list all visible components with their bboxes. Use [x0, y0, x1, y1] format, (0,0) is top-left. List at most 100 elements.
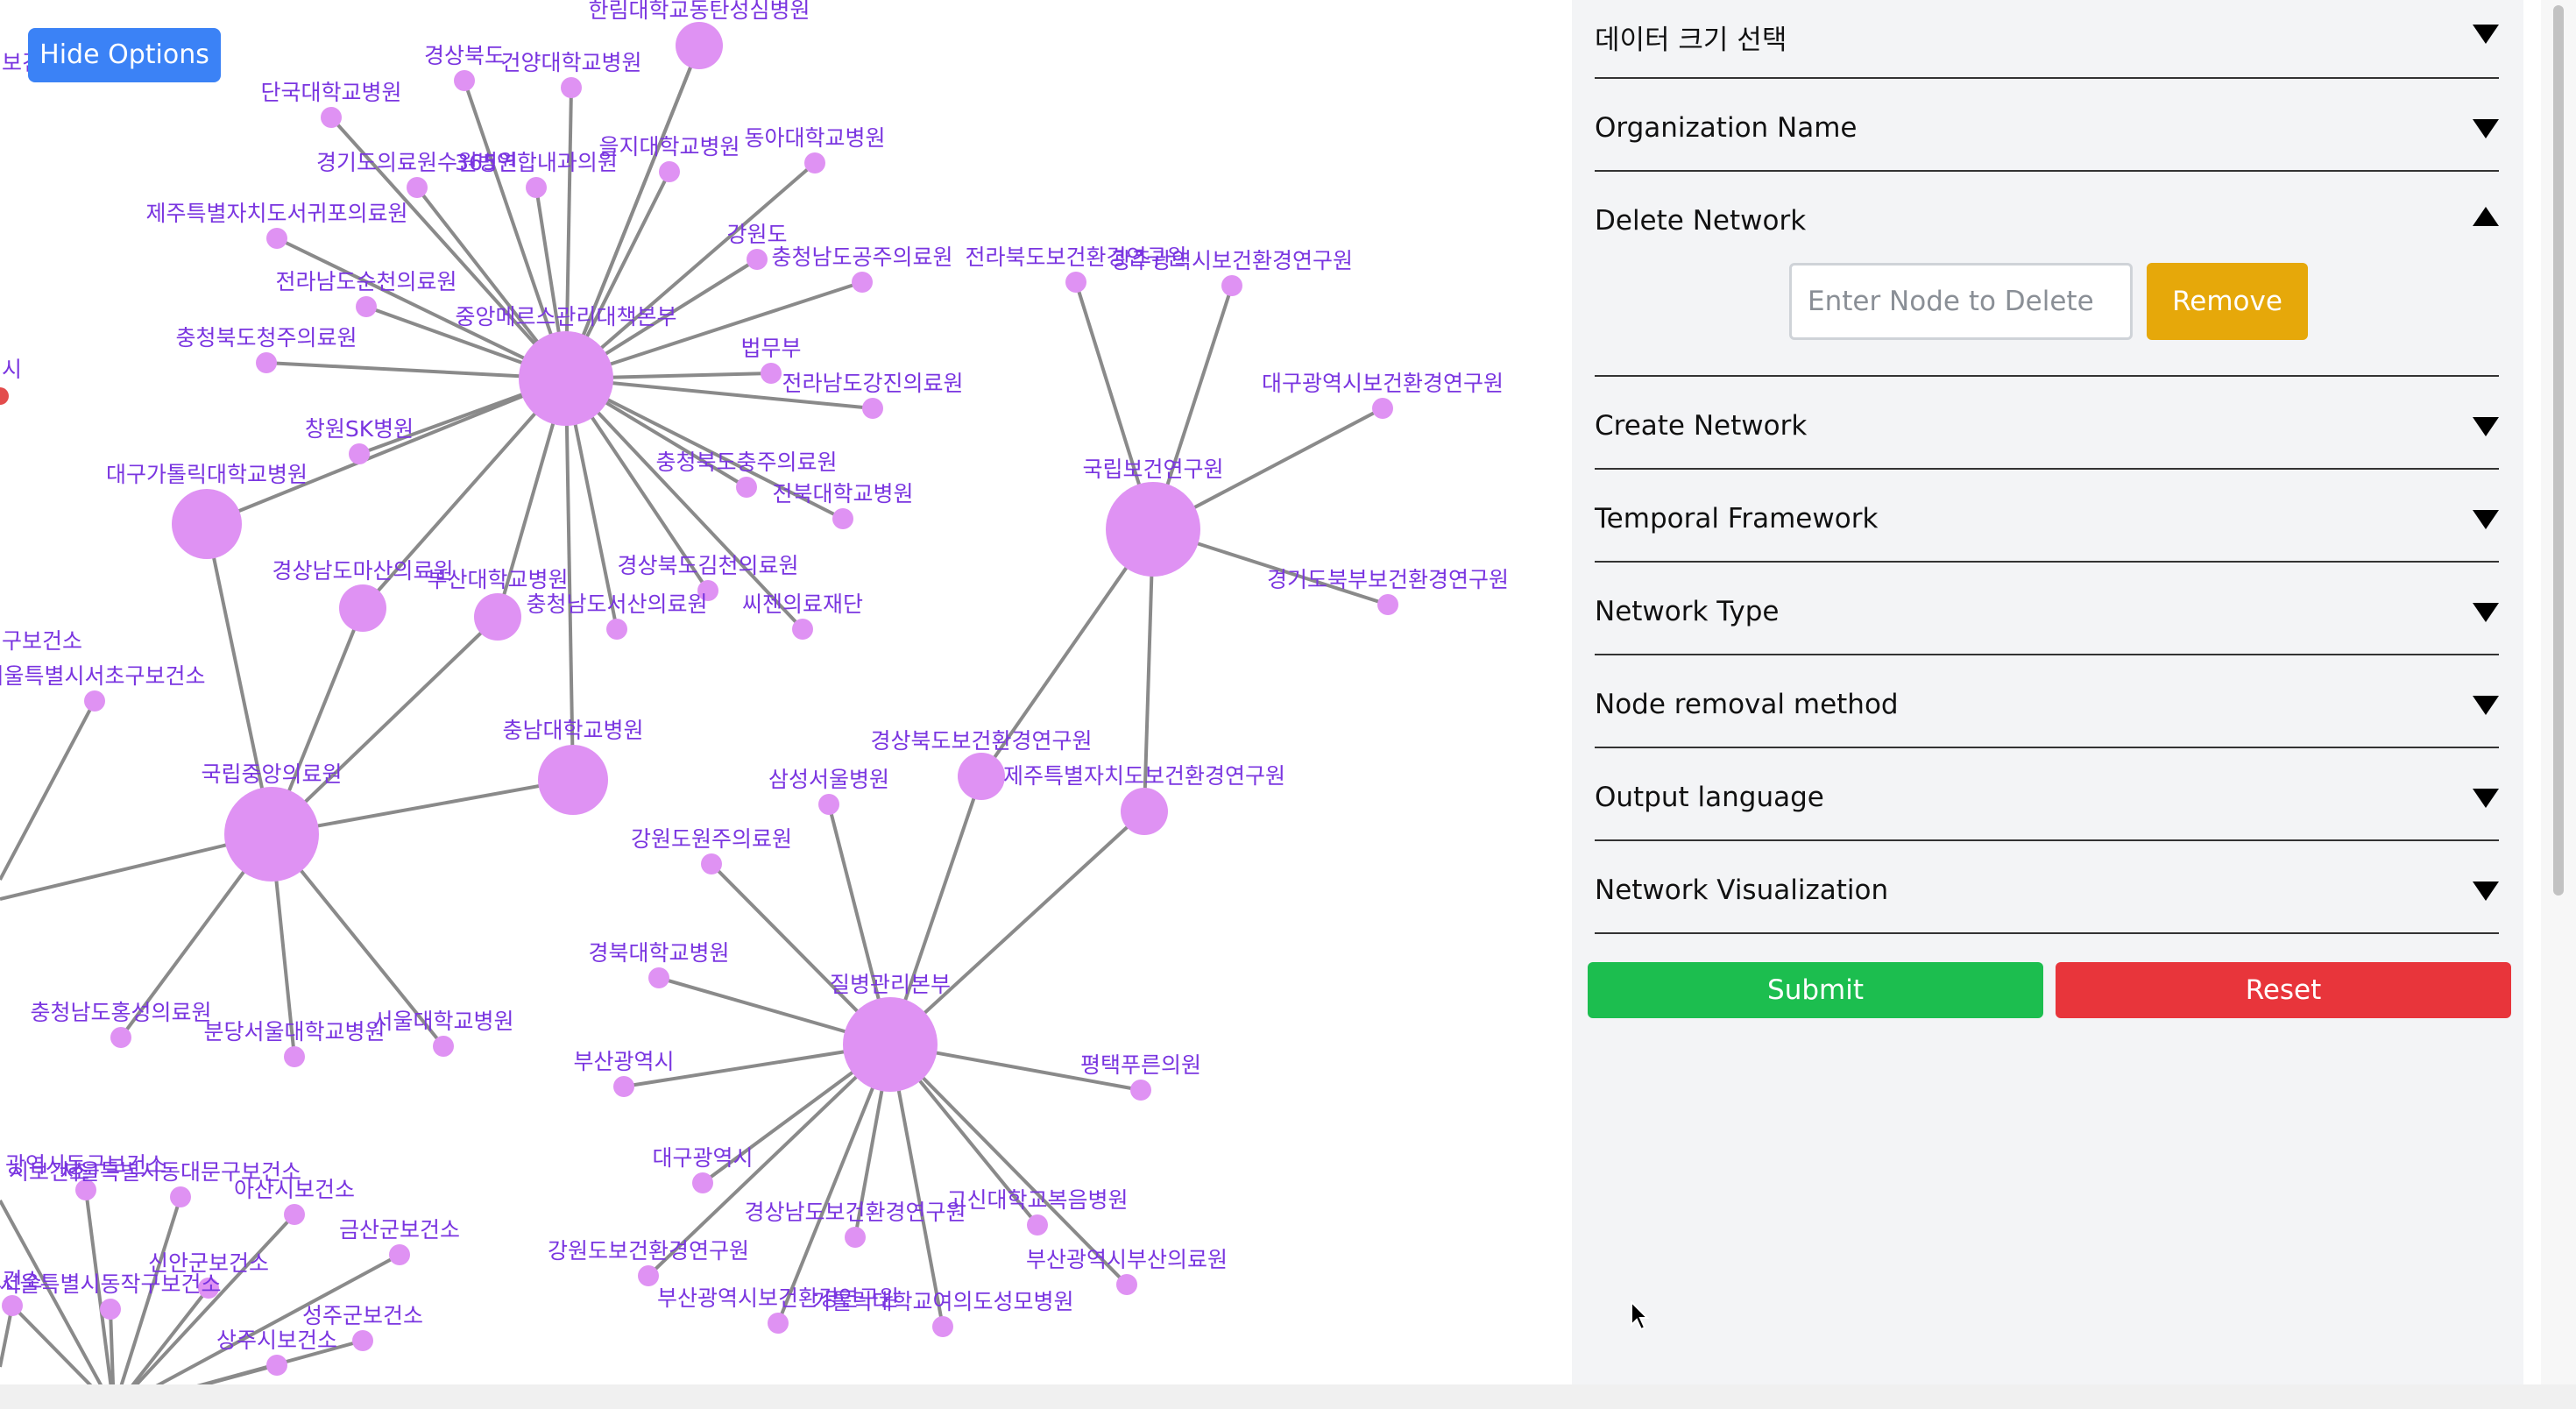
chevron-down-icon[interactable] [2473, 696, 2499, 715]
network-node[interactable] [768, 1313, 789, 1334]
section-data-size[interactable]: 데이터 크기 선택 [1595, 0, 2499, 79]
network-node[interactable] [1106, 482, 1200, 577]
network-node[interactable] [761, 363, 782, 384]
network-node[interactable] [198, 1278, 219, 1299]
section-node-removal-method[interactable]: Node removal method [1595, 654, 2499, 748]
network-node[interactable] [2, 1295, 23, 1316]
network-node[interactable] [692, 1172, 713, 1193]
network-node[interactable] [1116, 1274, 1137, 1295]
section-temporal-framework[interactable]: Temporal Framework [1595, 468, 2499, 563]
network-node[interactable] [352, 1330, 373, 1351]
section-title-organization-name: Organization Name [1595, 112, 1858, 144]
network-node[interactable] [224, 787, 319, 882]
network-node[interactable] [538, 745, 608, 815]
node-label: 분당서울대학교병원 [203, 1019, 385, 1044]
network-node[interactable] [1377, 594, 1398, 615]
network-node[interactable] [792, 619, 813, 640]
network-node[interactable] [736, 477, 757, 498]
network-node[interactable] [843, 997, 938, 1092]
chevron-down-icon[interactable] [2473, 417, 2499, 436]
chevron-up-icon[interactable] [2473, 207, 2499, 226]
network-node[interactable] [172, 489, 242, 559]
section-output-language[interactable]: Output language [1595, 747, 2499, 841]
network-node[interactable] [389, 1244, 410, 1265]
network-node[interactable] [648, 967, 669, 988]
network-node[interactable] [1130, 1080, 1151, 1101]
section-title-temporal-framework: Temporal Framework [1595, 503, 1879, 535]
network-node[interactable] [433, 1036, 454, 1057]
network-node[interactable] [110, 1027, 131, 1048]
chevron-down-icon[interactable] [2473, 25, 2499, 44]
network-node[interactable] [638, 1265, 659, 1286]
section-network-type[interactable]: Network Type [1595, 561, 2499, 655]
section-network-visualization[interactable]: Network Visualization [1595, 839, 2499, 934]
network-node[interactable] [852, 272, 873, 293]
network-node[interactable] [862, 398, 883, 419]
network-node[interactable] [519, 331, 613, 426]
chevron-down-icon[interactable] [2473, 789, 2499, 808]
network-edge [270, 615, 499, 836]
network-node[interactable] [356, 296, 377, 317]
network-node[interactable] [832, 508, 853, 529]
network-edge [271, 778, 574, 836]
delete-node-input[interactable] [1789, 263, 2133, 340]
network-node[interactable] [266, 1355, 287, 1376]
network-node[interactable] [407, 177, 428, 198]
network-node[interactable] [613, 1076, 634, 1097]
network-edge [84, 1189, 116, 1409]
network-node[interactable] [747, 249, 768, 270]
network-node[interactable] [339, 584, 386, 632]
network-node[interactable] [266, 228, 287, 249]
network-node[interactable] [0, 387, 9, 405]
labels-layer: 중앙메르스관리대책본부질병관리본부국립중앙의료원국립보건연구원대구가톨릭대학교병… [0, 0, 1509, 1409]
section-create-network[interactable]: Create Network [1595, 375, 2499, 470]
network-node[interactable] [1221, 275, 1242, 296]
remove-button[interactable]: Remove [2147, 263, 2308, 340]
node-label: 365연합내과의원 [455, 150, 618, 175]
network-graph[interactable]: 중앙메르스관리대책본부질병관리본부국립중앙의료원국립보건연구원대구가톨릭대학교병… [0, 0, 1572, 1409]
network-node[interactable] [321, 107, 342, 128]
network-edge [564, 87, 573, 379]
network-node[interactable] [659, 161, 680, 182]
network-node[interactable] [818, 794, 839, 815]
network-node[interactable] [958, 753, 1005, 800]
chevron-down-icon[interactable] [2473, 510, 2499, 529]
node-label: 광역시동구보건소 [5, 1152, 166, 1178]
network-node[interactable] [697, 580, 718, 601]
network-node[interactable] [284, 1046, 305, 1067]
network-node[interactable] [804, 152, 825, 173]
network-node[interactable] [676, 22, 723, 69]
network-node[interactable] [170, 1186, 191, 1207]
network-node[interactable] [256, 352, 277, 373]
network-node[interactable] [349, 443, 370, 464]
network-node[interactable] [701, 853, 722, 874]
network-node[interactable] [474, 593, 521, 641]
network-node[interactable] [454, 70, 475, 91]
network-node[interactable] [845, 1227, 866, 1248]
chevron-down-icon[interactable] [2473, 603, 2499, 622]
network-node[interactable] [561, 77, 582, 98]
network-node[interactable] [1372, 398, 1393, 419]
section-delete-network[interactable]: Delete Network [1595, 170, 2499, 377]
network-node[interactable] [1065, 272, 1086, 293]
network-node[interactable] [606, 619, 627, 640]
network-node[interactable] [526, 177, 547, 198]
network-node[interactable] [284, 1204, 305, 1225]
hide-options-button[interactable]: Hide Options [28, 28, 221, 82]
network-node[interactable] [932, 1316, 953, 1337]
node-label: 서울대학교병원 [372, 1009, 513, 1034]
network-node[interactable] [100, 1299, 121, 1320]
chevron-down-icon[interactable] [2473, 119, 2499, 138]
reset-button[interactable]: Reset [2056, 962, 2511, 1018]
node-label: 경상북도김천의료원 [617, 553, 798, 578]
network-node[interactable] [1121, 788, 1168, 835]
scrollbar-thumb[interactable] [2553, 5, 2564, 896]
chevron-down-icon[interactable] [2473, 882, 2499, 901]
node-label: 서울특별시동대문구보건소 [60, 1159, 301, 1185]
network-node[interactable] [1027, 1214, 1048, 1236]
submit-button[interactable]: Submit [1588, 962, 2043, 1018]
network-node[interactable] [75, 1179, 96, 1200]
network-node[interactable] [84, 690, 105, 712]
section-organization-name[interactable]: Organization Name [1595, 77, 2499, 172]
